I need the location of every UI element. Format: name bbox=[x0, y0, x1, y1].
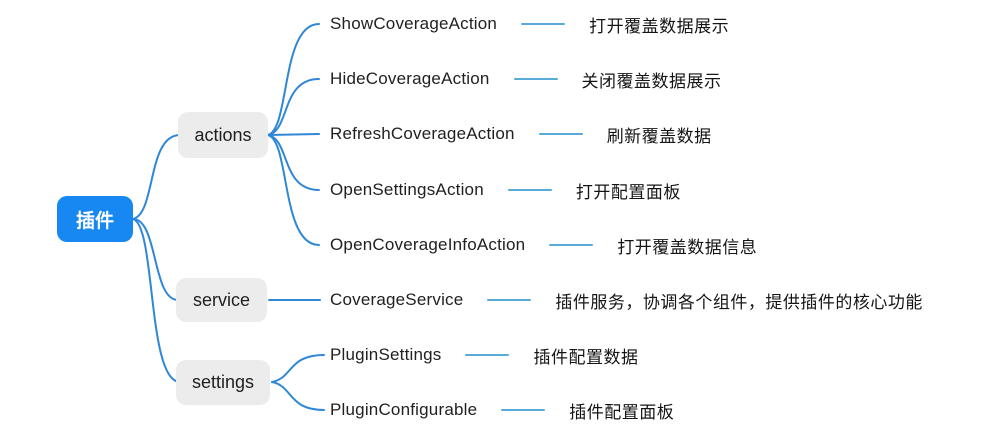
connector-line bbox=[521, 23, 566, 25]
root-node-label: 插件 bbox=[75, 210, 114, 232]
leaf-desc[interactable]: 插件服务，协调各个组件，提供插件的核心功能 bbox=[555, 292, 923, 312]
link-root-settings bbox=[132, 218, 181, 383]
connector-line bbox=[487, 299, 532, 301]
connector-line bbox=[513, 78, 558, 80]
link-actions-3 bbox=[267, 133, 320, 136]
leaf-name[interactable]: RefreshCoverageAction bbox=[330, 124, 515, 143]
leaf-desc[interactable]: 打开覆盖数据展示 bbox=[589, 16, 730, 36]
leaf-row: OpenCoverageInfoAction 打开覆盖数据信息 bbox=[330, 232, 757, 258]
leaf-desc[interactable]: 关闭覆盖数据展示 bbox=[581, 71, 722, 91]
link-root-service bbox=[132, 218, 179, 301]
leaf-desc[interactable]: 打开配置面板 bbox=[575, 182, 681, 202]
leaf-name[interactable]: PluginSettings bbox=[330, 345, 442, 364]
leaf-name[interactable]: HideCoverageAction bbox=[330, 69, 490, 88]
leaf-desc[interactable]: 刷新覆盖数据 bbox=[606, 126, 712, 146]
connector-line bbox=[465, 354, 510, 356]
leaf-name[interactable]: OpenCoverageInfoAction bbox=[330, 235, 526, 254]
link-actions-2 bbox=[267, 78, 320, 136]
link-actions-1 bbox=[267, 23, 320, 136]
connector-line bbox=[538, 133, 583, 135]
leaf-row: CoverageService 插件服务，协调各个组件，提供插件的核心功能 bbox=[330, 287, 923, 313]
leaf-name[interactable]: ShowCoverageAction bbox=[330, 14, 498, 33]
leaf-name[interactable]: OpenSettingsAction bbox=[330, 180, 484, 199]
connector-line bbox=[549, 244, 594, 246]
connector-line bbox=[507, 189, 552, 191]
branch-node-label: settings bbox=[191, 372, 255, 392]
leaf-row: PluginSettings 插件配置数据 bbox=[330, 342, 638, 368]
leaf-name[interactable]: PluginConfigurable bbox=[330, 400, 478, 419]
leaf-desc[interactable]: 插件配置面板 bbox=[569, 402, 675, 422]
branch-node-label: service bbox=[192, 289, 250, 310]
link-actions-4 bbox=[267, 134, 320, 191]
connector-line bbox=[501, 409, 546, 411]
leaf-row: HideCoverageAction 关闭覆盖数据展示 bbox=[330, 66, 722, 92]
branch-node-label: actions bbox=[194, 124, 252, 145]
link-settings-2 bbox=[271, 381, 325, 411]
branch-node-settings[interactable]: settings bbox=[176, 360, 270, 405]
branch-node-service[interactable]: service bbox=[176, 278, 267, 322]
root-node-plugin[interactable]: 插件 bbox=[57, 196, 133, 242]
leaf-desc[interactable]: 打开覆盖数据信息 bbox=[617, 237, 758, 257]
leaf-row: OpenSettingsAction 打开配置面板 bbox=[330, 177, 681, 203]
link-root-actions bbox=[132, 134, 181, 220]
leaf-row: ShowCoverageAction 打开覆盖数据展示 bbox=[330, 11, 729, 37]
link-settings-1 bbox=[271, 354, 325, 383]
branch-node-actions[interactable]: actions bbox=[178, 112, 268, 158]
leaf-desc[interactable]: 插件配置数据 bbox=[533, 347, 639, 367]
leaf-name[interactable]: CoverageService bbox=[330, 290, 464, 309]
leaf-row: PluginConfigurable 插件配置面板 bbox=[330, 397, 674, 423]
link-actions-5 bbox=[267, 134, 320, 246]
leaf-row: RefreshCoverageAction 刷新覆盖数据 bbox=[330, 121, 712, 147]
